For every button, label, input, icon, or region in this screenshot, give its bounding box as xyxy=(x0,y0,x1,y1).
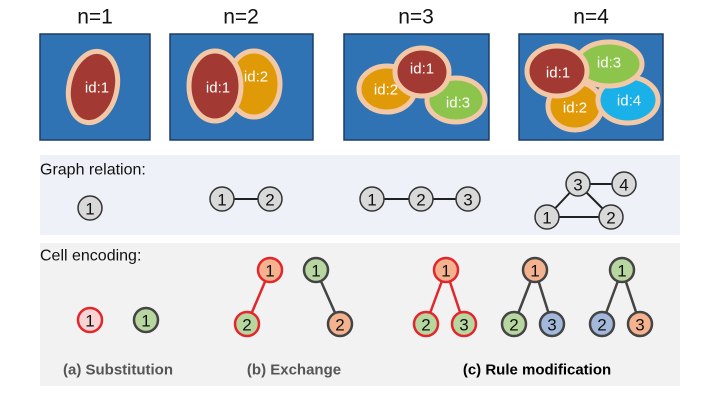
graph-node xyxy=(534,204,560,230)
encoding-tree-5: 1 2 3 xyxy=(412,256,478,338)
graph-node xyxy=(257,186,283,212)
tree-node-label: 3 xyxy=(459,316,468,335)
panel-n3: n=3 id:2 id:1 id:3 xyxy=(343,6,490,141)
tree-node-label: 1 xyxy=(530,262,539,281)
tree-node xyxy=(432,256,460,284)
tree-node xyxy=(76,306,104,334)
cell-label: id:2 xyxy=(244,69,268,86)
tree-node-label: 2 xyxy=(335,316,344,335)
graph-relation-label: Graph relation: xyxy=(40,162,146,179)
tree-node-label: 1 xyxy=(85,312,94,331)
graph-node-label: 1 xyxy=(217,191,226,210)
panel-n1: n=1 id:1 xyxy=(39,6,151,141)
graph-node xyxy=(408,186,434,212)
graph-node xyxy=(359,186,385,212)
encoding-tree-1: 1 xyxy=(76,306,104,334)
cell-label: id:1 xyxy=(85,80,109,97)
tree-node xyxy=(538,310,566,338)
graph-node xyxy=(455,186,481,212)
tree-node xyxy=(608,256,636,284)
cell-id-1 xyxy=(524,43,590,99)
tree-node-label: 3 xyxy=(547,316,556,335)
tree-node-label: 3 xyxy=(635,316,644,335)
encoding-tree-7: 1 2 3 xyxy=(588,256,654,338)
panel-n4: n=4 id:1 id:3 id:2 id:4 xyxy=(518,6,664,141)
graph-node xyxy=(209,186,235,212)
graph-node xyxy=(565,171,591,197)
cell-label: id:3 xyxy=(597,55,621,72)
cell-id-1 xyxy=(392,45,452,99)
cell-label: id:2 xyxy=(374,82,398,99)
cell-id-1 xyxy=(65,48,121,126)
caption-2: (b) Exchange xyxy=(247,362,341,379)
cell-label: id:3 xyxy=(446,95,470,112)
tree-node-label: 1 xyxy=(441,262,450,281)
caption-1: (a) Substitution xyxy=(63,362,173,379)
graph-3: 1 2 3 xyxy=(359,186,481,212)
tree-node xyxy=(500,310,528,338)
tree-node-label: 1 xyxy=(265,262,274,281)
tree-node xyxy=(256,256,284,284)
tree-node xyxy=(233,310,261,338)
graph-4: 1 2 3 4 xyxy=(534,171,637,230)
cell-label: id:1 xyxy=(410,61,434,78)
tree-node xyxy=(521,256,549,284)
graph-node xyxy=(598,204,624,230)
cell-label: id:1 xyxy=(206,80,230,97)
tree-node xyxy=(626,310,654,338)
tree-node xyxy=(326,310,354,338)
cell-label: id:2 xyxy=(563,100,587,117)
tree-node xyxy=(412,310,440,338)
tree-node-label: 2 xyxy=(421,316,430,335)
graph-node-label: 2 xyxy=(416,191,425,210)
graph-node-label: 4 xyxy=(619,176,628,195)
tree-node-label: 1 xyxy=(311,262,320,281)
tree-node xyxy=(450,310,478,338)
graph-node-label: 2 xyxy=(606,209,615,228)
cell-label: id:1 xyxy=(546,65,570,82)
graph-node-label: 1 xyxy=(85,200,94,219)
tree-node xyxy=(588,310,616,338)
panel-title: n=1 xyxy=(77,6,113,29)
encoding-tree-4: 12 xyxy=(302,256,354,338)
tree-node xyxy=(132,306,160,334)
graph-node-label: 2 xyxy=(265,191,274,210)
encoding-tree-6: 1 2 3 xyxy=(500,256,566,338)
graph-node-label: 1 xyxy=(542,209,551,228)
graph-node-label: 1 xyxy=(367,191,376,210)
graph-node xyxy=(77,195,103,221)
panel-title: n=4 xyxy=(573,6,609,29)
graph-node xyxy=(611,171,637,197)
graph-1: 1 xyxy=(77,195,103,221)
panel-title: n=2 xyxy=(223,6,259,29)
graph-node-label: 3 xyxy=(573,176,582,195)
cell-encoding-label: Cell encoding: xyxy=(40,248,141,265)
caption-3: (c) Rule modification xyxy=(463,362,611,379)
encoding-tree-2: 1 xyxy=(132,306,160,334)
encoding-tree-3: 12 xyxy=(233,256,284,338)
graph-node-label: 3 xyxy=(463,191,472,210)
tree-node-label: 2 xyxy=(242,316,251,335)
tree-node-label: 2 xyxy=(597,316,606,335)
cell-id-1 xyxy=(186,48,244,124)
tree-node xyxy=(302,256,330,284)
tree-node-label: 1 xyxy=(617,262,626,281)
cell-label: id:4 xyxy=(617,93,641,110)
tree-node-label: 2 xyxy=(509,316,518,335)
tree-node-label: 1 xyxy=(141,312,150,331)
panel-title: n=3 xyxy=(398,6,434,29)
panel-n2: n=2 id:1 id:2 xyxy=(169,6,314,141)
